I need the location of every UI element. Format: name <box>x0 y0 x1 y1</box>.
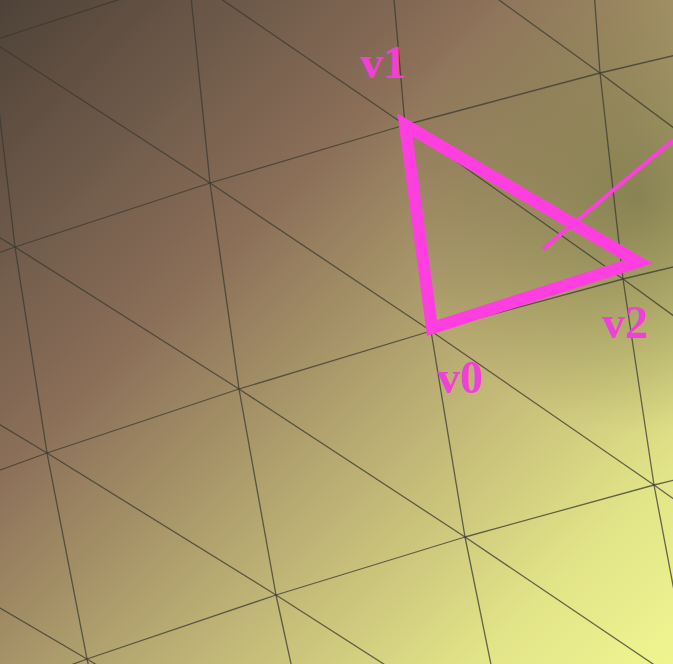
mesh-edge <box>585 0 600 73</box>
mesh-edge <box>47 453 276 595</box>
mesh-edge <box>0 41 210 183</box>
mesh-edge <box>239 331 431 389</box>
mesh-edge <box>87 659 321 664</box>
mesh-edge <box>239 389 465 537</box>
mesh-edge <box>210 125 405 183</box>
vertex-label: v1 <box>360 40 406 86</box>
mesh-edge <box>276 537 465 595</box>
mesh-edge <box>0 41 15 247</box>
normal-line <box>543 140 673 249</box>
mesh-edge <box>600 73 673 233</box>
vertex-label: v0 <box>437 355 483 401</box>
triangle-outline <box>405 125 638 328</box>
mesh-edge <box>15 247 47 453</box>
mesh-edge <box>654 485 673 664</box>
mesh-edge <box>0 247 15 317</box>
mesh-edge <box>239 389 276 595</box>
mesh-edge <box>465 537 673 664</box>
mesh-edge <box>0 0 189 41</box>
mesh-edge <box>47 389 239 453</box>
mesh-edge <box>87 595 276 659</box>
mesh-edge <box>0 317 47 453</box>
mesh-edge <box>0 659 87 664</box>
mesh-edge <box>0 453 47 523</box>
mesh-edge <box>189 0 405 125</box>
mesh-edge <box>465 537 507 664</box>
mesh-edge <box>276 595 321 664</box>
mesh-edge <box>465 485 654 537</box>
mesh-edge <box>189 0 210 183</box>
mesh-edge <box>654 439 673 485</box>
mesh-edge <box>15 247 239 389</box>
mesh-edge <box>431 331 654 485</box>
mesh-edge <box>210 183 239 389</box>
mesh-edge <box>405 73 600 125</box>
mesh-edge <box>600 27 673 73</box>
mesh-edge <box>276 595 507 664</box>
mesh-edge <box>47 453 87 659</box>
mesh-edge <box>387 0 600 73</box>
mesh-edge <box>654 485 673 645</box>
mesh-edge <box>585 0 673 27</box>
mesh-edge <box>210 183 431 331</box>
highlight-triangle <box>405 125 673 328</box>
mesh-edge <box>15 183 210 247</box>
vertex-label: v2 <box>602 300 648 346</box>
